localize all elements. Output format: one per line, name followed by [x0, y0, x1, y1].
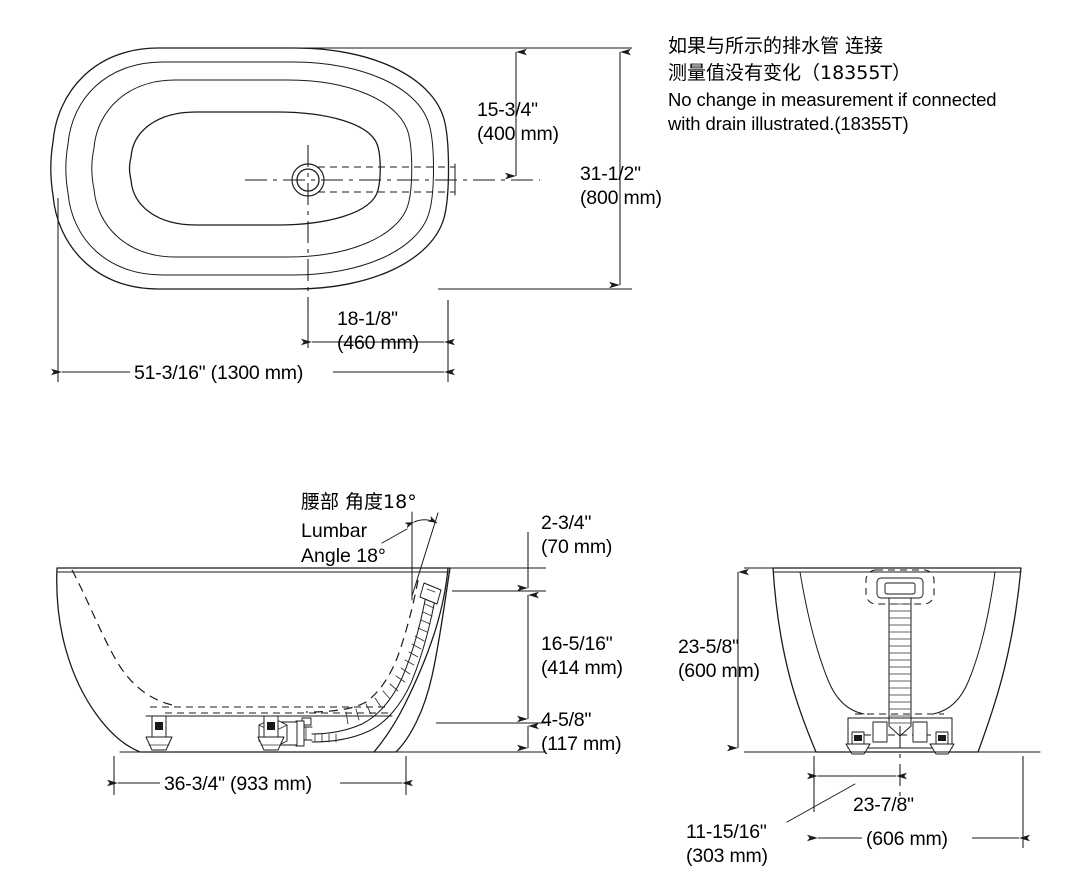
dim-text-800-imperial: 31-1/2" — [580, 163, 641, 185]
dim-overall-length: 51-3/16" (1300 mm) — [51, 198, 455, 384]
dim-text-70-metric: (70 mm) — [541, 536, 612, 558]
side-lumbar-backrest-inner — [305, 579, 419, 713]
tub-outer-rim — [50, 47, 450, 290]
dim-text-606-imperial: 23-7/8" — [853, 794, 914, 816]
leveling-foot-side-2 — [257, 715, 285, 751]
side-basin-inner-wall-left — [71, 569, 173, 706]
dim-text-460-imperial: 18-1/8" — [337, 308, 398, 330]
dim-text-400-metric: (400 mm) — [477, 123, 559, 145]
lumbar-label-cn: 腰部 角度18° — [301, 491, 417, 513]
dim-overflow-to-drain: 16-5/16" (414 mm) — [436, 590, 623, 724]
dim-text-606-metric: (606 mm) — [866, 828, 948, 850]
lumbar-label-en-2: Angle 18° — [301, 545, 386, 567]
lumbar-label-en-1: Lumbar — [301, 520, 368, 542]
dim-text-933: 36-3/4" (933 mm) — [164, 773, 312, 795]
dim-text-600-imperial: 23-5/8" — [678, 636, 739, 658]
top-view: 15-3/4" (400 mm) 31-1/2" (800 mm) 18-1/8… — [50, 47, 662, 384]
dim-text-303-metric: (303 mm) — [686, 845, 768, 867]
dim-text-800-metric: (800 mm) — [580, 187, 662, 209]
note-line-cn-2: 测量值没有变化（18355T） — [668, 62, 911, 84]
dim-foot-offset: 11-15/16" (303 mm) — [686, 756, 907, 867]
dim-text-414-imperial: 16-5/16" — [541, 633, 613, 655]
side-tub-outer-profile — [56, 567, 451, 753]
end-elevation-view: 23-5/8" (600 mm) 11-15/16" (303 mm) 23-7… — [678, 567, 1041, 867]
note-line-cn-1: 如果与所示的排水管 连接 — [668, 35, 883, 57]
note-line-en-2: with drain illustrated.(18355T) — [667, 113, 909, 134]
dim-text-1300: 51-3/16" (1300 mm) — [134, 362, 303, 384]
dim-text-460-metric: (460 mm) — [337, 332, 419, 354]
note-line-en-1: No change in measurement if connected — [668, 89, 996, 110]
foot-offset-leader — [786, 783, 856, 823]
dim-base-width: 23-7/8" (606 mm) — [807, 756, 1030, 850]
overflow-fitting-end — [865, 569, 935, 605]
dim-overall-height: 23-5/8" (600 mm) — [678, 567, 800, 753]
dim-text-400-imperial: 15-3/4" — [477, 99, 538, 121]
hose-corrugation-ticks-end — [888, 603, 912, 724]
lumbar-angle-annotation: 腰部 角度18° Lumbar Angle 18° — [301, 491, 439, 601]
dim-drain-offset-rear: 15-3/4" (400 mm) — [295, 47, 559, 180]
lumbar-leader-line — [381, 528, 408, 544]
tub-basin-upper-contour — [91, 79, 413, 258]
overflow-hose-end — [888, 597, 912, 737]
dim-rim-to-overflow: 2-3/4" (70 mm) — [448, 512, 612, 592]
dim-text-70-imperial: 2-3/4" — [541, 512, 591, 534]
dim-text-117-imperial: 4-5/8" — [541, 709, 591, 731]
overflow-fitting-side — [419, 582, 442, 605]
end-basin-wall-right — [932, 571, 996, 715]
dim-text-117-metric: (117 mm) — [541, 733, 621, 755]
leveling-foot-end-2 — [929, 731, 955, 755]
leveling-foot-side-1 — [145, 715, 173, 751]
dim-side-base-length: 36-3/4" (933 mm) — [107, 756, 413, 795]
tub-basin-floor-contour — [128, 111, 381, 226]
side-lumbar-backrest-outer — [373, 567, 449, 753]
dim-drain-offset-end: 18-1/8" (460 mm) — [301, 300, 455, 354]
dim-overall-depth: 31-1/2" (800 mm) — [438, 47, 662, 290]
lumbar-angle-arc — [404, 516, 438, 529]
drain-note-block: 如果与所示的排水管 连接 测量值没有变化（18355T） No change i… — [667, 35, 997, 134]
end-basin-wall-left — [799, 571, 865, 715]
dim-text-600-metric: (600 mm) — [678, 660, 760, 682]
dim-text-414-metric: (414 mm) — [541, 657, 623, 679]
dim-text-303-imperial: 11-15/16" — [686, 821, 767, 843]
side-elevation-view: 腰部 角度18° Lumbar Angle 18° 2-3/4" (70 mm) — [56, 491, 623, 795]
tub-rim-inner-edge — [65, 61, 434, 276]
dim-drain-to-floor: 4-5/8" (117 mm) — [404, 709, 622, 755]
